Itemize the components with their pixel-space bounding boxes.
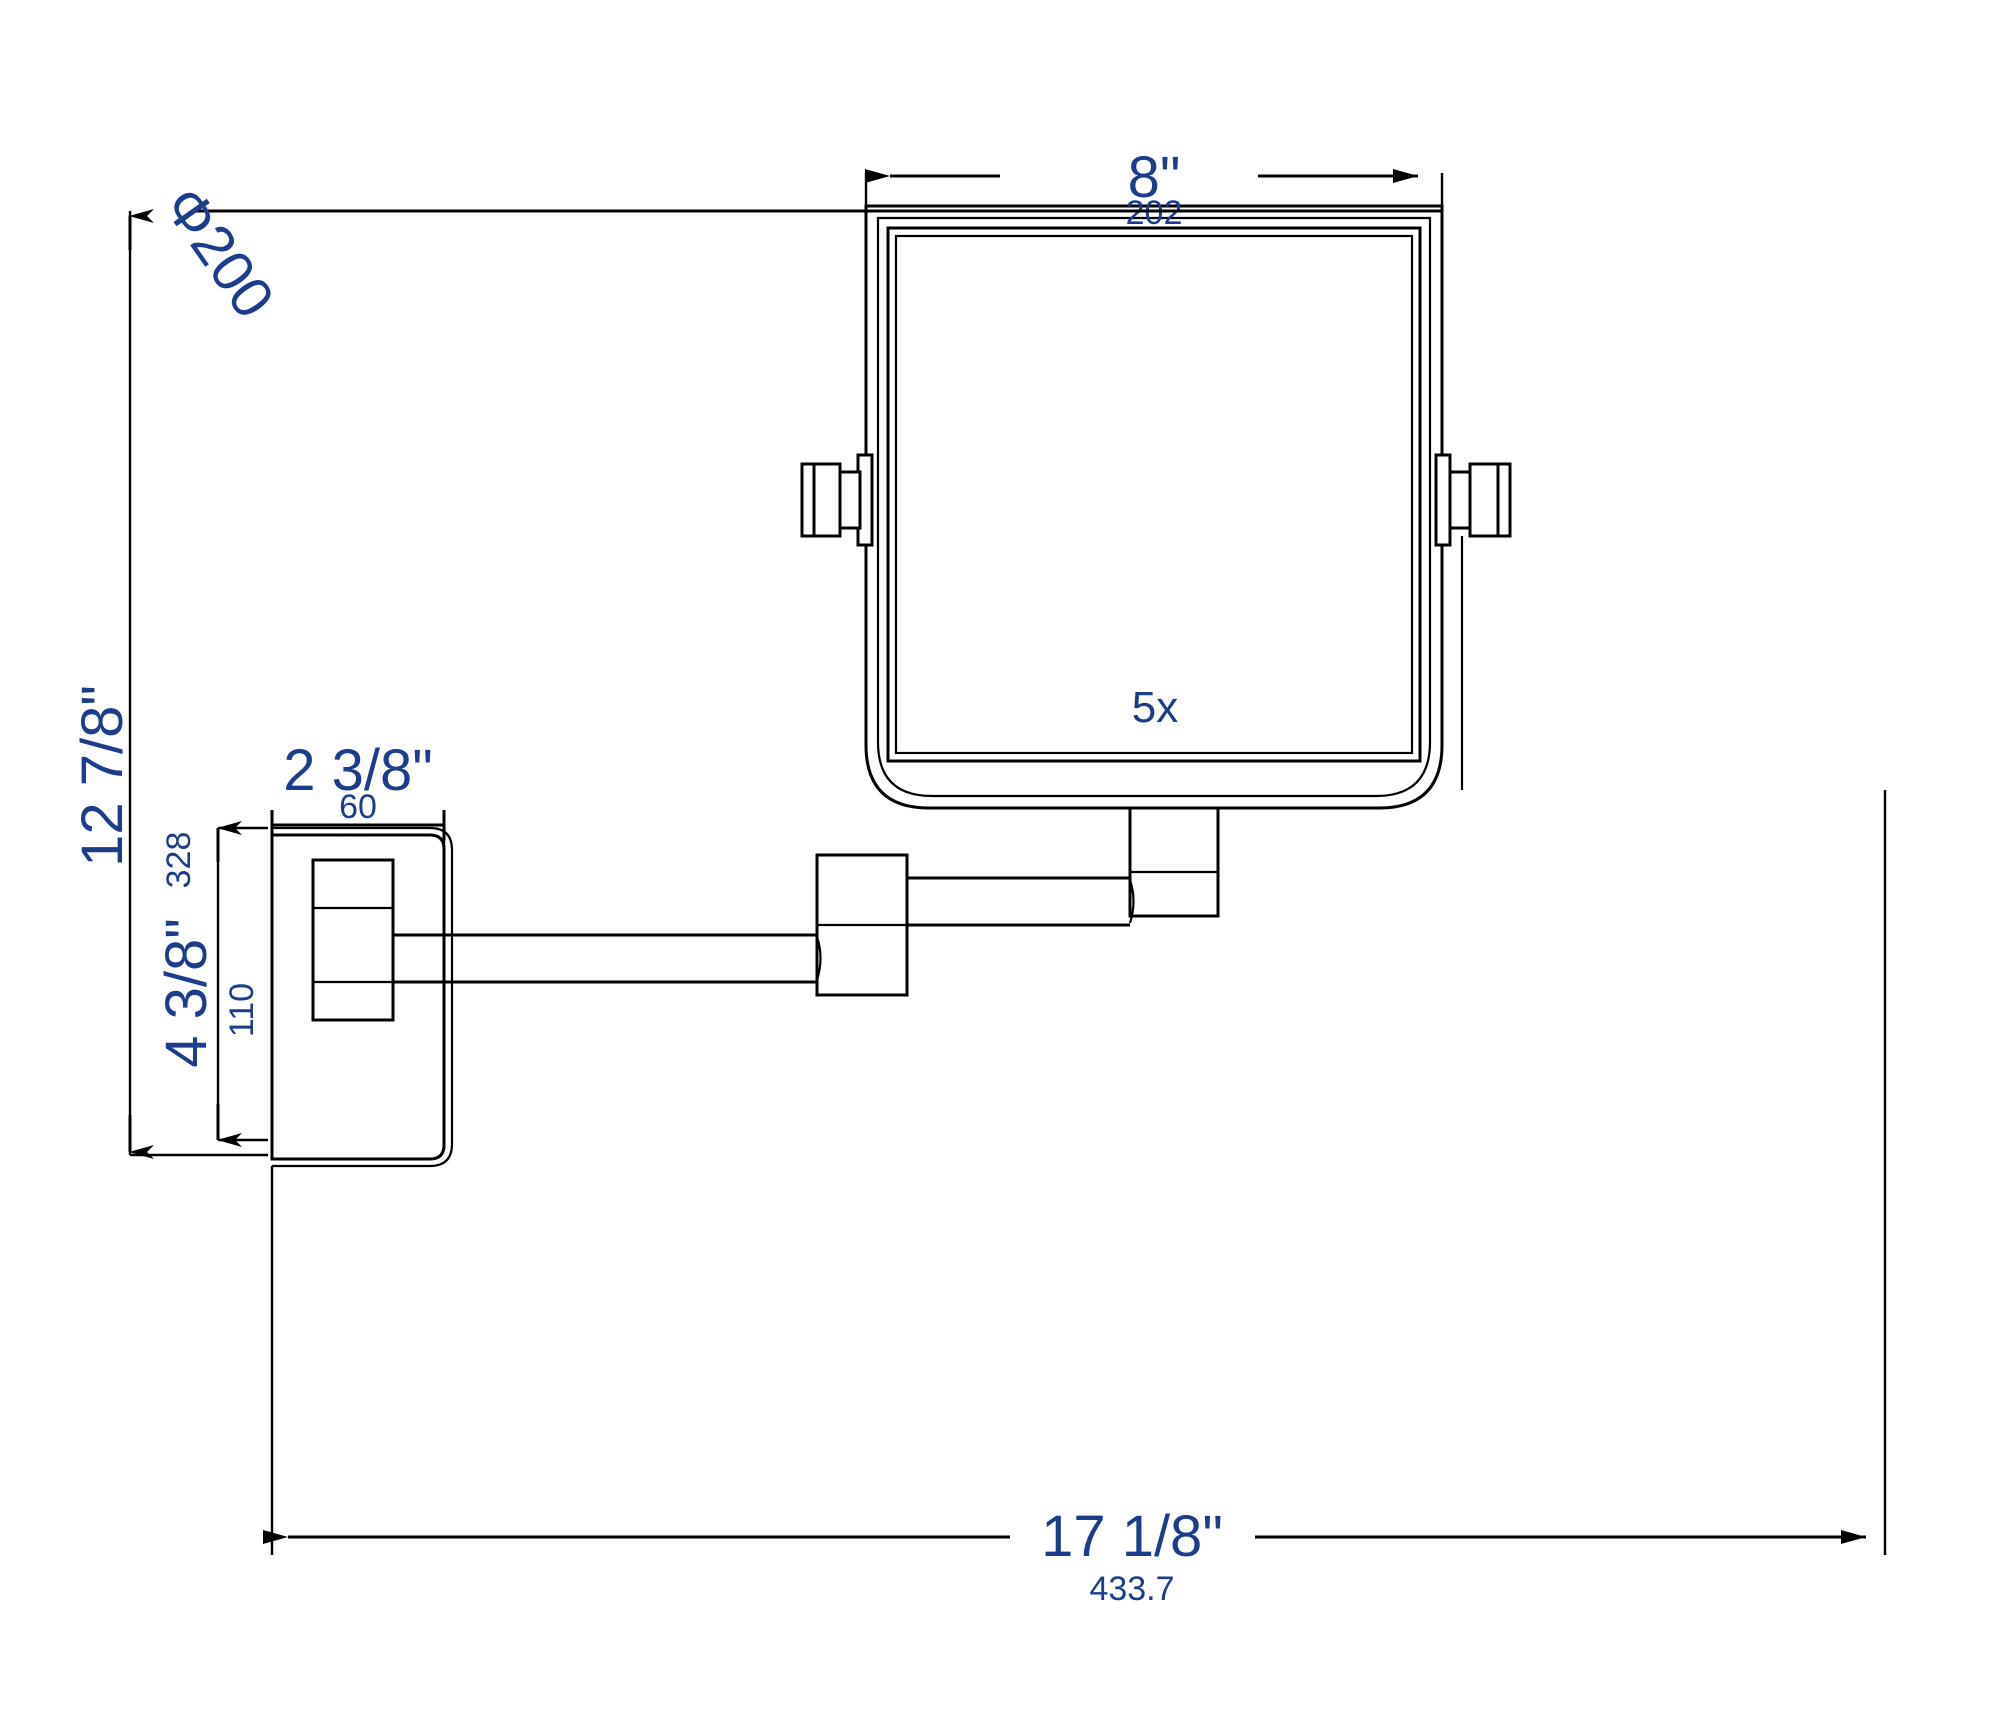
dimension-wall-plate-width-imperial: 2 3/8"	[283, 738, 433, 803]
mirror-outer-frame	[864, 204, 1444, 810]
dimension-overall-height-imperial: 12 7/8"	[70, 685, 135, 867]
dimension-wall-plate-width: 2 3/8" 60	[270, 738, 446, 1150]
mirror-glass-edge	[894, 234, 1414, 755]
wall-plate-inner	[272, 826, 454, 1168]
mirror-head-assembly: 5x	[800, 204, 1512, 810]
dimension-overall-height: 12 7/8" 328	[70, 685, 268, 1159]
dimension-overall-height-metric: 328	[160, 832, 198, 889]
dimension-wall-plate-height: 4 3/8" 110	[154, 821, 268, 1147]
mirror-bezel	[886, 226, 1422, 763]
right-pivot-knob	[1434, 453, 1512, 547]
upper-arm-tube	[900, 876, 1135, 927]
wall-joint-block	[311, 858, 395, 1022]
dimension-overall-extension: 17 1/8" 433.7	[263, 790, 1887, 1608]
left-pivot-knob	[800, 453, 874, 547]
arm-assembly	[311, 806, 1220, 1022]
dimension-mirror-diameter-label: Φ200	[151, 175, 286, 329]
dimension-mirror-width: 8" 202	[864, 145, 1444, 232]
dimension-wall-plate-width-metric: 60	[339, 788, 377, 826]
lower-arm-tube	[387, 933, 822, 984]
magnification-label: 5x	[1132, 683, 1178, 732]
dimension-overall-extension-metric: 433.7	[1089, 1570, 1174, 1608]
dimension-overall-extension-imperial: 17 1/8"	[1041, 1504, 1223, 1569]
dimension-mirror-width-imperial: 8"	[1128, 145, 1181, 210]
dimension-mirror-width-metric: 202	[1126, 194, 1183, 232]
dimension-wall-plate-height-metric: 110	[223, 983, 261, 1037]
mirror-stem-block	[1128, 806, 1220, 918]
mirror-frame-offset	[876, 216, 1432, 798]
dimension-wall-plate-height-imperial: 4 3/8"	[154, 918, 219, 1068]
